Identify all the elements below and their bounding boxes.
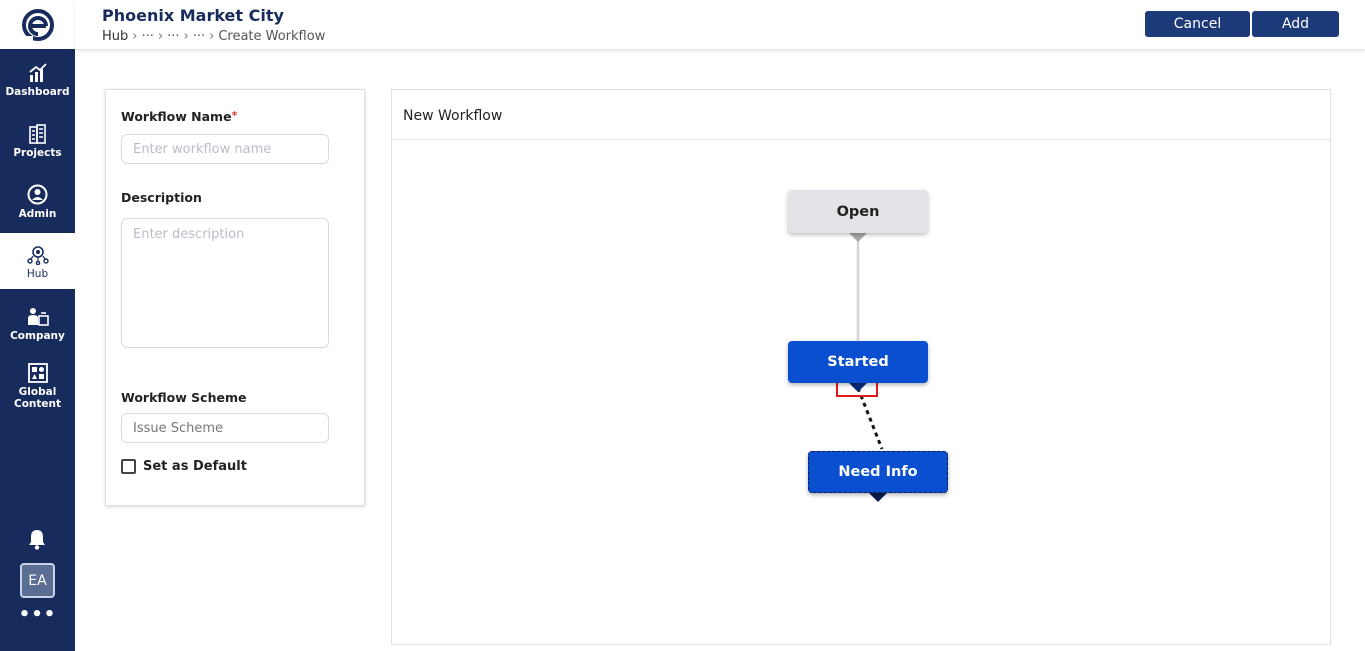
workflow-node-started[interactable]: Started	[788, 341, 928, 383]
notifications-button[interactable]	[27, 528, 47, 554]
workflow-node-need-info[interactable]: Need Info	[808, 451, 948, 493]
add-button[interactable]: Add	[1252, 11, 1339, 37]
breadcrumb-separator: ›	[183, 29, 189, 44]
workflow-name-label-text: Workflow Name	[121, 109, 232, 124]
description-label: Description	[121, 190, 202, 205]
started-port-handle[interactable]	[849, 383, 867, 392]
breadcrumb-item-hub[interactable]: Hub	[102, 29, 129, 44]
sidebar-item-global-content[interactable]: Global Content	[0, 355, 75, 417]
sidebar-item-admin[interactable]: Admin	[0, 174, 75, 230]
breadcrumb-separator: ›	[157, 29, 164, 44]
hub-icon	[26, 245, 49, 265]
breadcrumb-item[interactable]: ···	[141, 29, 154, 44]
sidebar-item-dashboard[interactable]: Dashboard	[0, 52, 75, 108]
top-header: Phoenix Market City Hub › ··· › ··· › ··…	[75, 0, 1365, 49]
app-logo[interactable]	[0, 0, 75, 49]
set-default-checkbox-row[interactable]: Set as Default	[121, 459, 247, 474]
description-input[interactable]	[121, 218, 329, 348]
workflow-canvas-panel: New Workflow Open Started Need Info	[391, 89, 1331, 645]
workflow-canvas-header: New Workflow	[392, 90, 1330, 140]
sidebar-item-label: Dashboard	[5, 85, 70, 98]
workflow-scheme-label: Workflow Scheme	[121, 390, 247, 405]
breadcrumb-item-current: Create Workflow	[218, 29, 326, 44]
sidebar-item-label: Hub	[26, 267, 49, 280]
sidebar-item-label: Projects	[13, 146, 62, 159]
company-icon	[27, 307, 49, 326]
cancel-button[interactable]: Cancel	[1145, 11, 1250, 37]
workflow-scheme-field[interactable]: Issue Scheme	[121, 413, 329, 443]
workflow-node-open[interactable]: Open	[788, 190, 928, 233]
breadcrumb-item[interactable]: ···	[167, 29, 180, 44]
breadcrumb-separator: ›	[132, 29, 138, 44]
sidebar: Dashboard Projects Admin Hub	[0, 0, 75, 651]
workflow-name-input[interactable]	[121, 134, 329, 164]
set-default-checkbox[interactable]	[121, 459, 136, 474]
connector-started-needinfo	[856, 387, 884, 450]
sidebar-item-label: Company	[10, 329, 65, 342]
workflow-canvas-title: New Workflow	[403, 108, 503, 124]
set-default-label: Set as Default	[143, 459, 247, 474]
needinfo-port-handle[interactable]	[869, 493, 887, 502]
more-options-button[interactable]: •••	[18, 604, 57, 625]
workflow-form-panel: Workflow Name* Description Workflow Sche…	[105, 89, 365, 506]
logo-icon	[20, 8, 54, 42]
breadcrumb-item[interactable]: ···	[192, 29, 206, 44]
bell-icon	[29, 530, 45, 550]
grid-icon	[27, 362, 48, 383]
sidebar-item-label: Global Content	[13, 385, 62, 410]
building-icon	[28, 123, 46, 144]
open-port-handle[interactable]	[849, 233, 867, 242]
page-title: Phoenix Market City	[102, 6, 284, 25]
breadcrumb: Hub › ··· › ··· › ··· › Create Workflow	[102, 29, 325, 44]
sidebar-item-hub[interactable]: Hub	[0, 233, 75, 289]
workflow-name-label: Workflow Name*	[121, 109, 237, 124]
sidebar-item-projects[interactable]: Projects	[0, 113, 75, 169]
required-marker: *	[231, 109, 238, 122]
user-circle-icon	[27, 184, 48, 205]
sidebar-item-label: Admin	[18, 208, 57, 220]
user-avatar[interactable]: EA	[20, 563, 55, 598]
chart-icon	[28, 62, 47, 82]
sidebar-item-company[interactable]: Company	[0, 296, 75, 352]
breadcrumb-separator: ›	[209, 29, 215, 44]
